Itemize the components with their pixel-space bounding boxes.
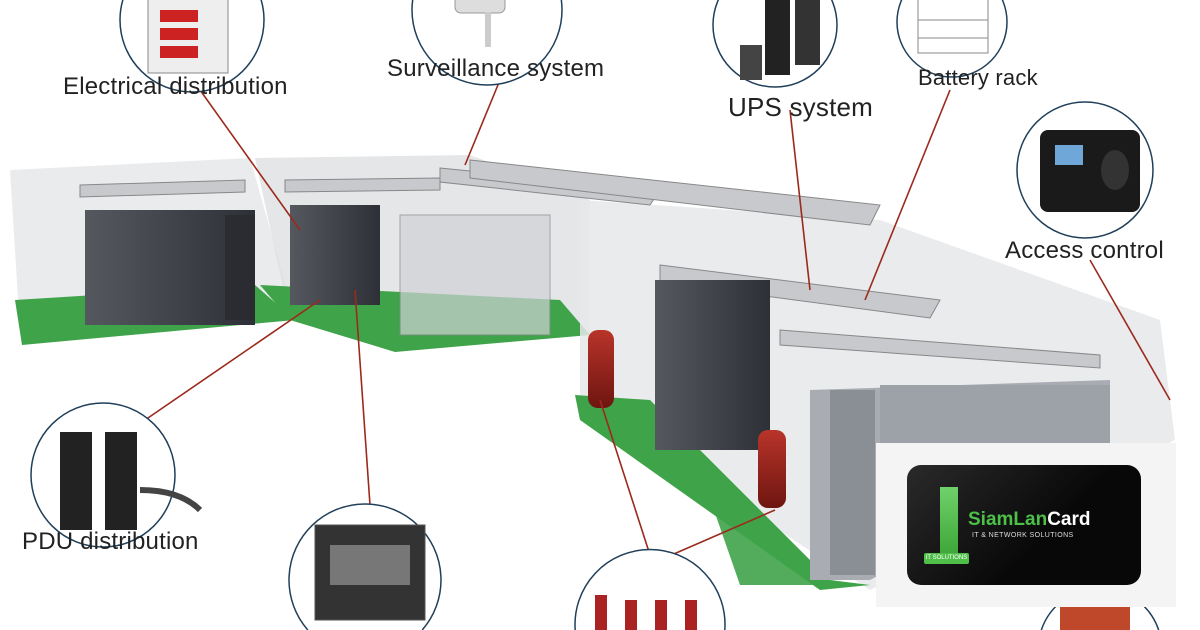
pdu-circle [30,402,176,548]
logo-bar-mark [940,487,958,553]
fingerprint-reader-icon [1040,130,1140,212]
label-pdu-distribution: PDU distribution [22,528,199,555]
cable-trays [79,159,1101,369]
logo-name-part1: SiamLan [968,509,1048,530]
label-electrical-distribution: Electrical distribution [63,73,288,100]
ups-icon [740,0,820,80]
extra-component-icon [1060,605,1130,630]
electrical-meter-icon [147,0,229,74]
leader-lines [144,79,1171,561]
label-ups-system: UPS system [728,92,874,122]
battery-rack-icon [917,0,989,54]
logo-name-part2: Card [1047,509,1091,530]
logo-name: SiamLanCard [968,509,1091,531]
label-access-control: Access control [1005,237,1164,264]
fire-suppression-icon [595,595,697,630]
label-surveillance-system: Surveillance system [387,55,605,82]
logo-tagline: IT & NETWORK SOLUTIONS [972,532,1074,539]
fire-extinguisher-cylinders [588,330,786,508]
siamlancard-logo: IT SOLUTIONS SiamLanCard IT & NETWORK SO… [876,443,1176,607]
cooling-unit-icon [314,524,426,621]
pdu-icon [60,432,203,530]
label-battery-rack: Battery rack [918,65,1038,90]
logo-card: IT SOLUTIONS SiamLanCard IT & NETWORK SO… [907,465,1141,585]
racks-left [85,205,551,336]
camera-icon [454,0,506,47]
logo-badge: IT SOLUTIONS [924,553,969,564]
